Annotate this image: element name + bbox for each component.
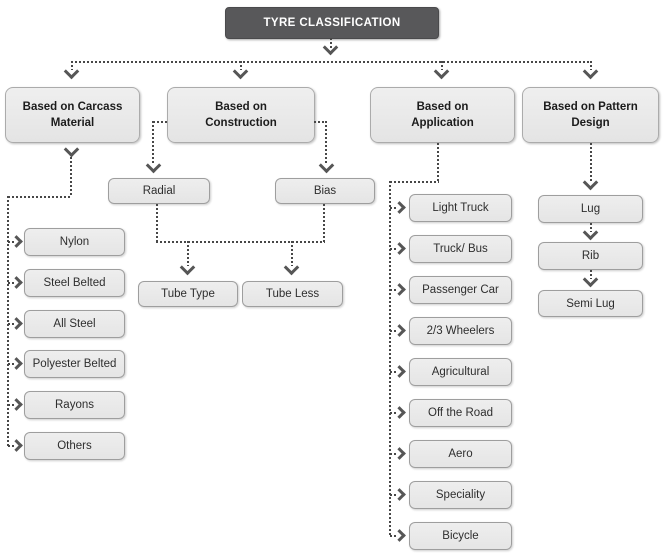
connector-stub bbox=[390, 330, 397, 332]
connector-carcass-spine bbox=[7, 196, 9, 447]
arrowhead-down-icon bbox=[63, 141, 80, 158]
connector-application-elbow bbox=[390, 181, 439, 183]
connector-stub bbox=[390, 453, 397, 455]
category-carcass-material: Based on Carcass Material bbox=[5, 87, 140, 143]
connector-stub bbox=[8, 241, 15, 243]
connector-rib-semilug bbox=[590, 270, 592, 279]
connector-stub bbox=[8, 445, 15, 447]
connector-stub bbox=[390, 371, 397, 373]
node-speciality: Speciality bbox=[409, 481, 512, 509]
connector-stub bbox=[390, 535, 397, 537]
arrowhead-right-icon bbox=[393, 447, 406, 460]
connector-carcass-down bbox=[70, 157, 72, 197]
arrowhead-down-icon bbox=[179, 259, 196, 276]
node-rayons: Rayons bbox=[24, 391, 125, 419]
connector-main-rail bbox=[71, 61, 592, 63]
node-semi-lug: Semi Lug bbox=[538, 290, 643, 317]
node-bias: Bias bbox=[275, 178, 375, 204]
arrowhead-down-icon bbox=[582, 271, 599, 288]
node-all-steel: All Steel bbox=[24, 310, 125, 338]
connector-stub bbox=[390, 494, 397, 496]
arrowhead-right-icon bbox=[393, 529, 406, 542]
node-radial: Radial bbox=[108, 178, 210, 204]
node-2-3-wheelers: 2/3 Wheelers bbox=[409, 317, 512, 345]
connector-carcass-elbow bbox=[8, 196, 72, 198]
node-tube-less: Tube Less bbox=[242, 281, 343, 307]
node-nylon: Nylon bbox=[24, 228, 125, 256]
arrowhead-down-icon bbox=[283, 259, 300, 276]
arrowhead-down-icon bbox=[318, 157, 335, 174]
arrowhead-down-icon bbox=[582, 224, 599, 241]
arrowhead-right-icon bbox=[10, 357, 23, 370]
category-construction: Based on Construction bbox=[167, 87, 315, 143]
node-polyester-belted: Polyester Belted bbox=[24, 350, 125, 378]
node-bicycle: Bicycle bbox=[409, 522, 512, 550]
node-aero: Aero bbox=[409, 440, 512, 468]
arrowhead-right-icon bbox=[10, 276, 23, 289]
arrowhead-right-icon bbox=[393, 488, 406, 501]
arrowhead-right-icon bbox=[393, 406, 406, 419]
node-rib: Rib bbox=[538, 242, 643, 270]
connector-lug-rib bbox=[590, 223, 592, 232]
connector-stub bbox=[8, 323, 15, 325]
node-truck-bus: Truck/ Bus bbox=[409, 235, 512, 263]
connector-application-down bbox=[437, 143, 439, 183]
connector-drop-pattern bbox=[590, 61, 592, 70]
connector-construction-right-down bbox=[325, 121, 327, 164]
arrowhead-right-icon bbox=[10, 317, 23, 330]
connector-pattern-down bbox=[590, 143, 592, 182]
connector-drop-construction bbox=[240, 61, 242, 70]
arrowhead-down-icon bbox=[433, 63, 450, 80]
connector-stub bbox=[390, 248, 397, 250]
connector-construction-right-stub bbox=[314, 121, 327, 123]
connector-construction-left-stub bbox=[153, 121, 168, 123]
node-agricultural: Agricultural bbox=[409, 358, 512, 386]
connector-application-spine bbox=[389, 181, 391, 537]
connector-drop-tube-type bbox=[187, 241, 189, 266]
arrowhead-down-icon bbox=[145, 157, 162, 174]
category-application: Based on Application bbox=[370, 87, 515, 143]
arrowhead-right-icon bbox=[10, 439, 23, 452]
arrowhead-down-icon bbox=[322, 39, 339, 56]
node-tube-type: Tube Type bbox=[138, 281, 238, 307]
connector-stub bbox=[390, 289, 397, 291]
connector-tube-rail bbox=[156, 241, 325, 243]
arrowhead-right-icon bbox=[393, 365, 406, 378]
connector-bias-down bbox=[323, 204, 325, 243]
connector-stub bbox=[8, 282, 15, 284]
node-others: Others bbox=[24, 432, 125, 460]
arrowhead-right-icon bbox=[393, 283, 406, 296]
arrowhead-right-icon bbox=[393, 201, 406, 214]
arrowhead-down-icon bbox=[63, 63, 80, 80]
node-lug: Lug bbox=[538, 195, 643, 223]
arrowhead-right-icon bbox=[393, 324, 406, 337]
connector-root-down bbox=[330, 38, 332, 50]
category-pattern-design: Based on Pattern Design bbox=[522, 87, 659, 143]
arrowhead-down-icon bbox=[582, 174, 599, 191]
arrowhead-right-icon bbox=[393, 242, 406, 255]
connector-drop-tube-less bbox=[291, 241, 293, 266]
arrowhead-right-icon bbox=[10, 398, 23, 411]
arrowhead-right-icon bbox=[10, 235, 23, 248]
connector-construction-left-down bbox=[152, 121, 154, 164]
node-off-the-road: Off the Road bbox=[409, 399, 512, 427]
connector-drop-application bbox=[441, 61, 443, 70]
connector-stub bbox=[390, 412, 397, 414]
connector-stub bbox=[390, 207, 397, 209]
node-steel-belted: Steel Belted bbox=[24, 269, 125, 297]
connector-drop-carcass bbox=[71, 61, 73, 70]
node-passenger-car: Passenger Car bbox=[409, 276, 512, 304]
connector-stub bbox=[8, 363, 15, 365]
arrowhead-down-icon bbox=[582, 63, 599, 80]
connector-radial-down bbox=[156, 204, 158, 243]
root-node-title: TYRE CLASSIFICATION bbox=[225, 7, 439, 39]
arrowhead-down-icon bbox=[232, 63, 249, 80]
node-light-truck: Light Truck bbox=[409, 194, 512, 222]
connector-stub bbox=[8, 404, 15, 406]
